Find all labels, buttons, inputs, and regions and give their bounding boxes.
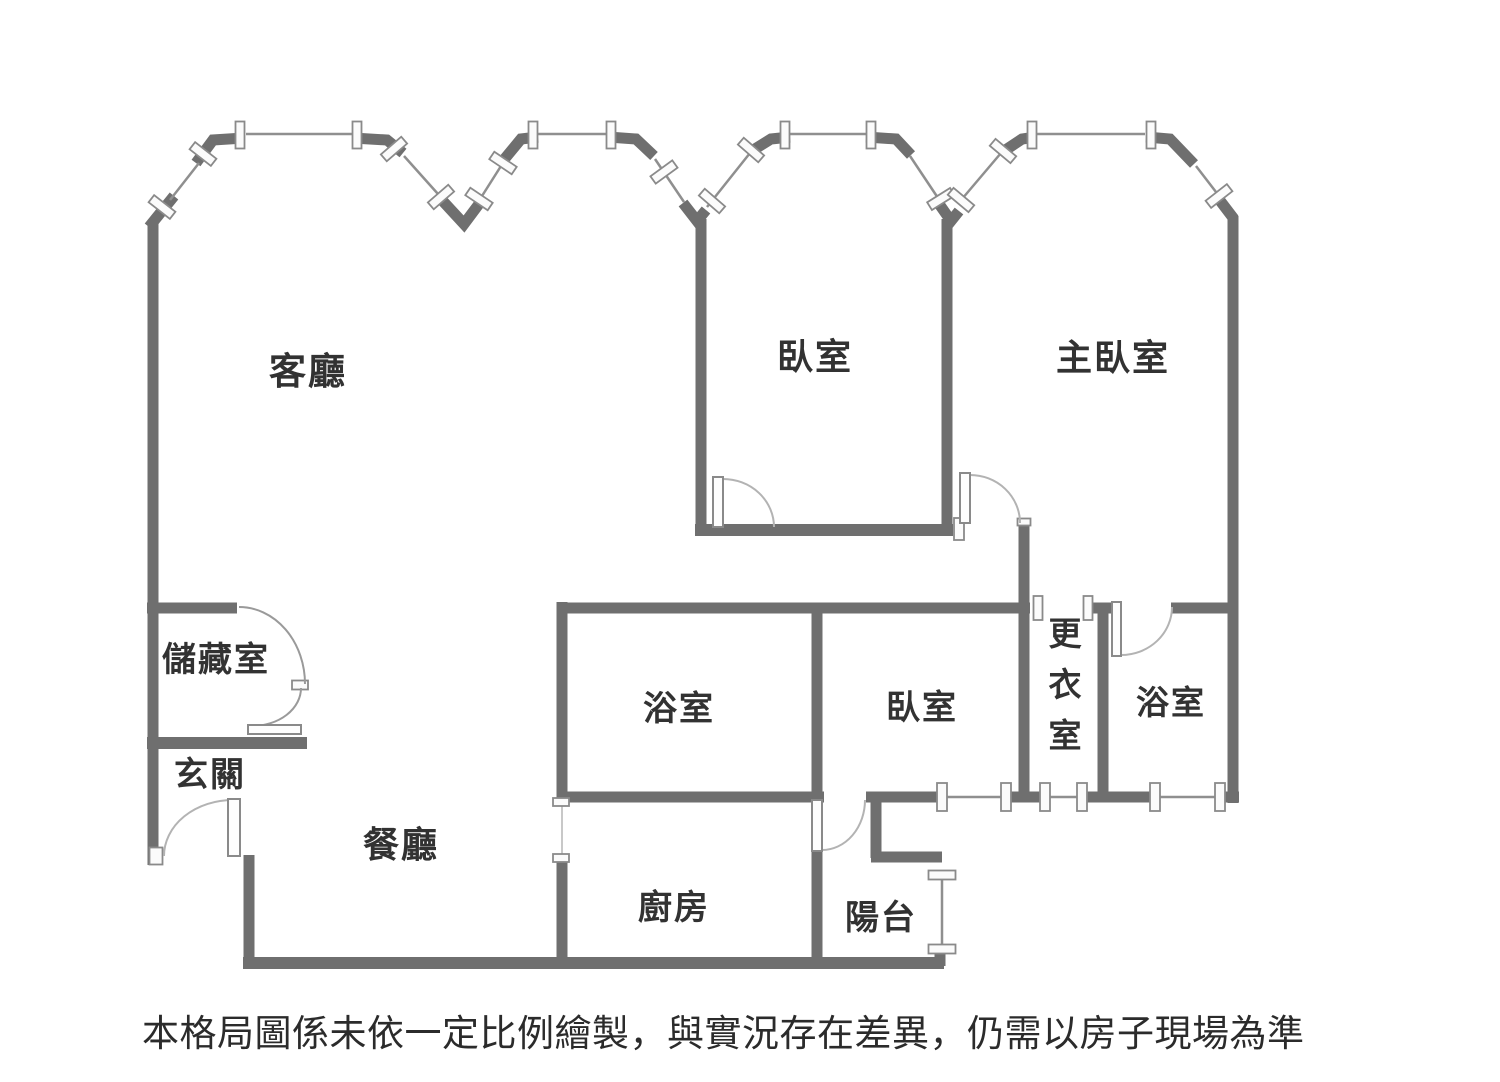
label-living-room: 客廳 (269, 350, 347, 392)
walls (144, 131, 1239, 969)
door-arc-bathroom-2 (1120, 606, 1173, 656)
windows (169, 132, 1219, 946)
door-leaf-bedroom-top (712, 476, 724, 528)
window-sills (147, 120, 1234, 955)
label-storage-room: 儲藏室 (162, 640, 270, 679)
door-leaf-master-bedroom (959, 472, 971, 524)
label-bedroom-top: 臥室 (777, 336, 853, 377)
label-balcony: 陽台 (845, 899, 917, 937)
door-leaf-entry (227, 798, 241, 857)
svg-text:衣: 衣 (1049, 666, 1084, 703)
door-arc-balcony (821, 799, 866, 851)
door-arc-master-bedroom (969, 474, 1021, 524)
door-leaf-balcony (811, 799, 823, 852)
doors (163, 472, 1173, 857)
label-master-bedroom: 主臥室 (1056, 337, 1170, 378)
label-entryway: 玄關 (174, 756, 246, 794)
label-dining-room: 餐廳 (363, 824, 439, 865)
svg-text:室: 室 (1049, 717, 1084, 754)
door-arc-storage-upper (238, 606, 306, 685)
label-bedroom-middle: 臥室 (886, 688, 958, 727)
label-bathroom-main: 浴室 (643, 689, 715, 728)
room-labels: 客廳 臥室 主臥室 儲藏室 玄關 餐廳 浴室 臥室 更 衣 室 浴室 廚房 陽台 (162, 336, 1206, 937)
label-bathroom-2: 浴室 (1136, 684, 1206, 721)
door-arc-entry (163, 799, 234, 857)
label-walk-in-closet: 更 衣 室 (1049, 615, 1084, 754)
door-arc-storage-lower (251, 687, 302, 727)
disclaimer-text: 本格局圖係未依一定比例繪製，與實況存在差異，仍需以房子現場為準 (142, 1013, 1305, 1054)
svg-text:更: 更 (1049, 615, 1084, 652)
door-leaf-bathroom-2 (1111, 601, 1122, 657)
door-leaf-storage (247, 724, 302, 735)
door-arc-bedroom-top (722, 478, 775, 528)
label-kitchen: 廚房 (638, 888, 710, 927)
